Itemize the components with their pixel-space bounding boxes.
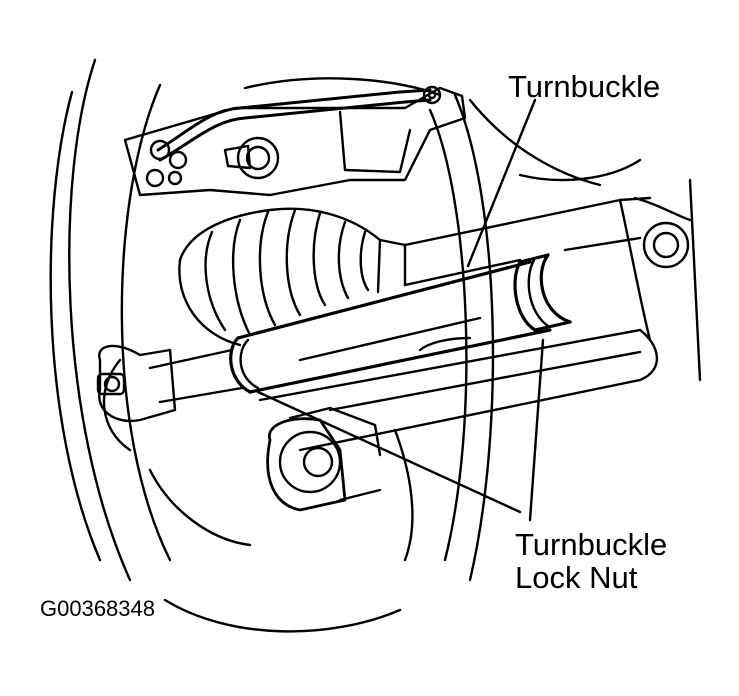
turnbuckle-lock-nut-label: Turnbuckle Lock Nut — [515, 528, 667, 594]
turnbuckle-sleeve — [231, 262, 550, 392]
knuckle-bolt-left — [98, 346, 175, 421]
turnbuckle-label: Turnbuckle — [508, 69, 661, 104]
body-mount-bolt — [644, 180, 700, 380]
leader-line-turnbuckle — [468, 100, 535, 266]
brake-disc-outline — [51, 60, 493, 631]
lower-bushing-bolt — [268, 408, 380, 510]
upper-rod — [405, 198, 690, 340]
turnbuckle-lock-nut — [515, 255, 570, 330]
leader-line-lock-nut-a — [530, 340, 543, 520]
lower-link-arm — [150, 330, 657, 450]
brake-line — [158, 87, 440, 160]
bleeder-fittings — [147, 138, 278, 186]
leader-line-lock-nut-b — [258, 392, 520, 512]
figure-id: G00368348 — [40, 596, 155, 621]
cv-boot — [179, 209, 405, 345]
leader-lines — [258, 100, 543, 520]
backing-plate-bracket — [125, 88, 640, 195]
lock-nut-label-line1: Turnbuckle — [515, 527, 668, 562]
lock-nut-label-line2: Lock Nut — [515, 560, 638, 595]
